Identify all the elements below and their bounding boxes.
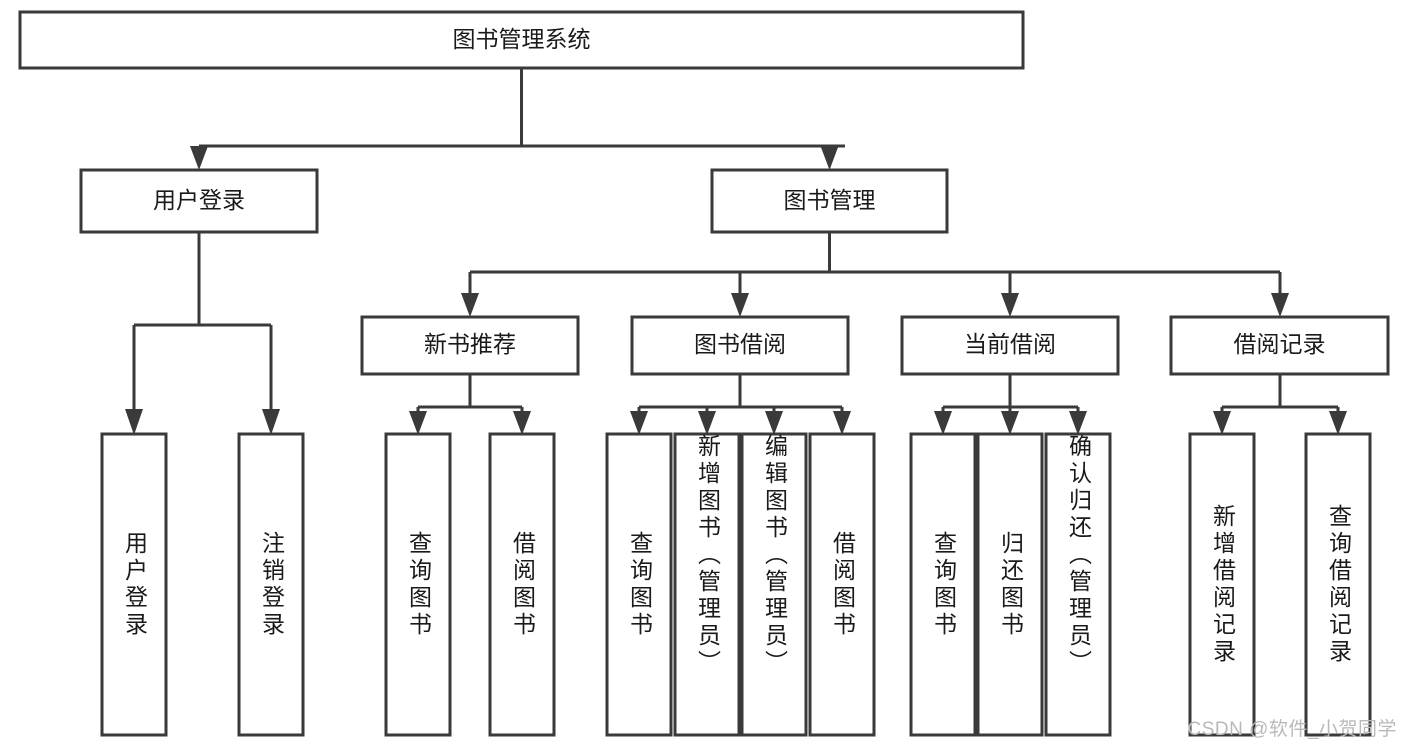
node-user-login[interactable]: 用户登录 [79,168,319,234]
leaf-boxes-current-borrow [909,432,1112,737]
leaf-box-add-record[interactable] [1188,432,1256,737]
leaf-box-return-book[interactable] [976,432,1044,737]
leaf-box-query-book-3[interactable] [909,432,977,737]
leaf-box-edit-book[interactable] [740,432,808,737]
node-book-borrow[interactable]: 图书借阅 [630,315,850,376]
connector-group-currentborrow [934,374,1087,435]
leaf-box-borrow-book-2[interactable] [808,432,876,737]
node-root-box[interactable] [18,10,1025,70]
leaf-boxes-book-borrow [605,432,876,737]
leaf-box-query-book-2[interactable] [605,432,673,737]
arrow-bm-to-newbook-icon [461,293,479,317]
arrow-borrowrecord-leaf2-icon [1329,411,1347,435]
arrow-newbook-leaf2-icon [513,411,531,435]
node-new-book-rec-label: 新书推荐 [424,331,516,357]
node-current-borrow[interactable]: 当前借阅 [900,315,1120,376]
arrow-root-to-bookmanage-icon [820,146,839,170]
node-borrow-record[interactable]: 借阅记录 [1169,315,1390,376]
node-book-borrow-box[interactable] [630,315,850,376]
leaf-box-borrow-book-1[interactable] [488,432,556,737]
leaf-boxes-new-book-rec [384,432,556,737]
arrow-userlogin-leaf1-icon [125,409,143,435]
arrow-currentborrow-leaf3-icon [1069,411,1087,435]
node-new-book-rec-box[interactable] [360,315,580,376]
arrow-root-to-userlogin-icon [190,146,208,170]
leaf-box-user-logout[interactable] [237,432,305,737]
node-book-manage[interactable]: 图书管理 [710,168,949,234]
node-new-book-rec[interactable]: 新书推荐 [360,315,580,376]
arrow-bookborrow-leaf3-icon [765,411,783,435]
node-book-manage-label: 图书管理 [784,187,876,213]
connector-group-root [190,68,845,170]
arrow-bookborrow-leaf4-icon [833,411,851,435]
node-root-label: 图书管理系统 [453,26,591,52]
node-book-borrow-label: 图书借阅 [694,331,786,357]
connector-group-bookborrow [630,374,851,435]
leaf-box-add-book[interactable] [673,432,741,737]
watermark-text: CSDN @软件_小贺同学 [1187,719,1397,740]
leaf-boxes-user-login [100,432,305,737]
arrow-bookborrow-leaf2-icon [698,411,716,435]
connector-group-bookmanage [461,232,1289,317]
connector-group-userlogin [125,232,280,435]
arrow-currentborrow-leaf1-icon [934,411,952,435]
arrow-bm-to-borrowrecord-icon [1271,293,1289,317]
arrow-bookborrow-leaf1-icon [630,411,648,435]
leaf-box-confirm-return[interactable] [1044,432,1112,737]
leaf-boxes-borrow-record [1188,432,1372,737]
connector-group-borrowrecord [1213,374,1347,435]
leaf-box-query-record[interactable] [1304,432,1372,737]
arrow-newbook-leaf1-icon [409,411,427,435]
connector-group-newbook [409,374,531,435]
arrow-userlogin-leaf2-icon [262,409,280,435]
arrow-borrowrecord-leaf1-icon [1213,411,1231,435]
node-borrow-record-box[interactable] [1169,315,1390,376]
node-book-manage-box[interactable] [710,168,949,234]
leaf-box-user-login[interactable] [100,432,168,737]
node-current-borrow-label: 当前借阅 [964,331,1056,357]
node-root[interactable]: 图书管理系统 [18,10,1025,70]
node-current-borrow-box[interactable] [900,315,1120,376]
arrow-currentborrow-leaf2-icon [1001,411,1019,435]
node-user-login-label: 用户登录 [153,187,245,213]
leaf-box-query-book-1[interactable] [384,432,452,737]
node-user-login-box[interactable] [79,168,319,234]
node-borrow-record-label: 借阅记录 [1234,331,1326,357]
arrow-bm-to-bookborrow-icon [731,293,749,317]
arrow-bm-to-currentborrow-icon [1001,293,1019,317]
